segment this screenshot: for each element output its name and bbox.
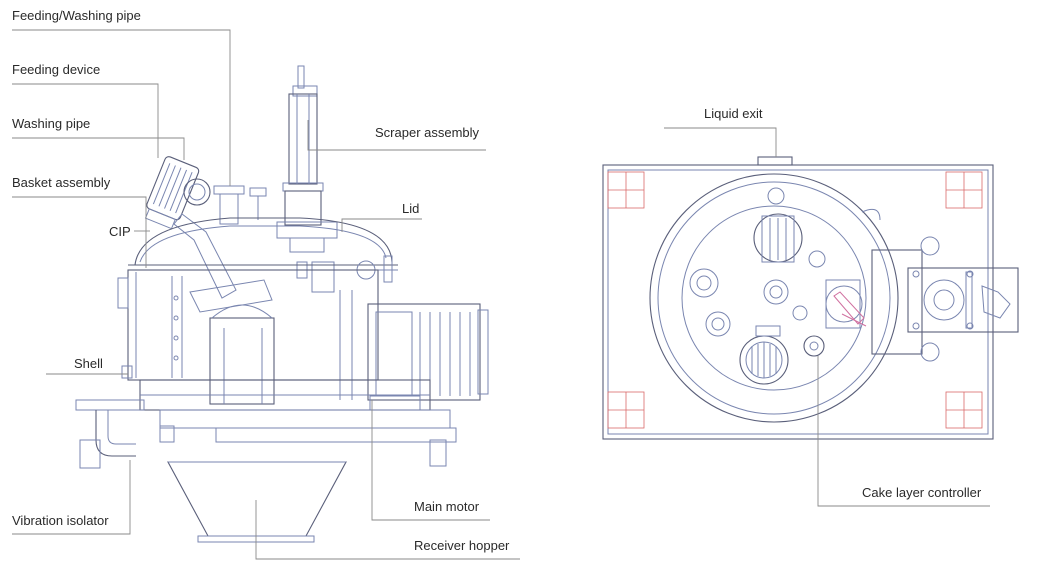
label-washing-pipe: Washing pipe (12, 116, 90, 131)
side-drive-drawing (871, 236, 1019, 362)
scraper-assembly-drawing (276, 65, 338, 293)
basket-assembly-drawing (189, 279, 353, 405)
corner-pads (607, 171, 983, 429)
label-vibration-isolator: Vibration isolator (12, 513, 109, 528)
label-liquid-exit: Liquid exit (704, 106, 763, 121)
callout-labels: Feeding/Washing pipe Feeding device Wash… (12, 8, 982, 553)
feeding-washing-pipe-drawing (213, 185, 267, 225)
label-feeding-washing-pipe: Feeding/Washing pipe (12, 8, 141, 23)
main-motor-drawing (367, 303, 489, 411)
shell-drawing (117, 269, 379, 381)
leader-lines (12, 29, 990, 560)
label-cake-layer-controller: Cake layer controller (862, 485, 982, 500)
vibration-isolator-drawing (75, 399, 447, 469)
label-cip: CIP (109, 224, 131, 239)
feeding-device-drawing (144, 156, 200, 230)
label-basket-assembly: Basket assembly (12, 175, 111, 190)
label-lid: Lid (402, 201, 419, 216)
label-scraper-assembly: Scraper assembly (375, 125, 480, 140)
top-view (602, 156, 1019, 440)
receiver-hopper-drawing (167, 461, 347, 543)
cake-layer-controller-drawing (803, 279, 867, 357)
label-feeding-device: Feeding device (12, 62, 100, 77)
label-receiver-hopper: Receiver hopper (414, 538, 510, 553)
label-main-motor: Main motor (414, 499, 480, 514)
label-shell: Shell (74, 356, 103, 371)
